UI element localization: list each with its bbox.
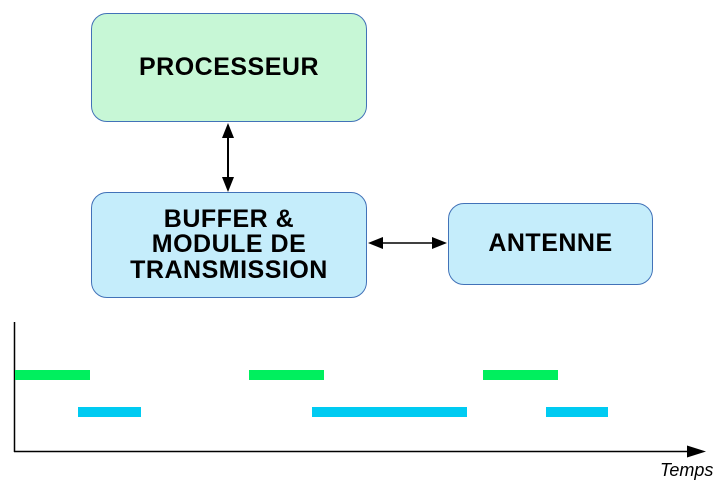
x-axis-arrowhead-icon <box>687 445 706 458</box>
arrowhead-left-icon <box>368 237 383 249</box>
activity-bar-processeur-active-3 <box>482 370 559 380</box>
activity-bar-transmission-active-3 <box>546 407 609 417</box>
antenne-node: ANTENNE <box>448 203 653 285</box>
buffer-transmission-label: BUFFER & MODULE DE TRANSMISSION <box>130 204 328 284</box>
activity-bar-transmission-active-2 <box>311 407 467 417</box>
processeur-node: PROCESSEUR <box>91 13 367 122</box>
activity-bar-processeur-active-1 <box>15 370 91 380</box>
time-axis <box>13 322 706 458</box>
processeur-buffer-arrow <box>222 123 234 192</box>
processeur-label: PROCESSEUR <box>138 52 320 81</box>
buffer-transmission-node: BUFFER & MODULE DE TRANSMISSION <box>91 192 367 298</box>
arrowhead-up-icon <box>222 123 234 138</box>
activity-bar-processeur-active-2 <box>248 370 325 380</box>
activity-bar-transmission-active-1 <box>77 407 142 417</box>
arrowhead-down-icon <box>222 177 234 192</box>
time-axis-label: Temps <box>660 460 714 480</box>
buffer-antenne-arrow <box>368 237 447 249</box>
arrowhead-right-icon <box>432 237 447 249</box>
antenne-label: ANTENNE <box>488 229 613 258</box>
